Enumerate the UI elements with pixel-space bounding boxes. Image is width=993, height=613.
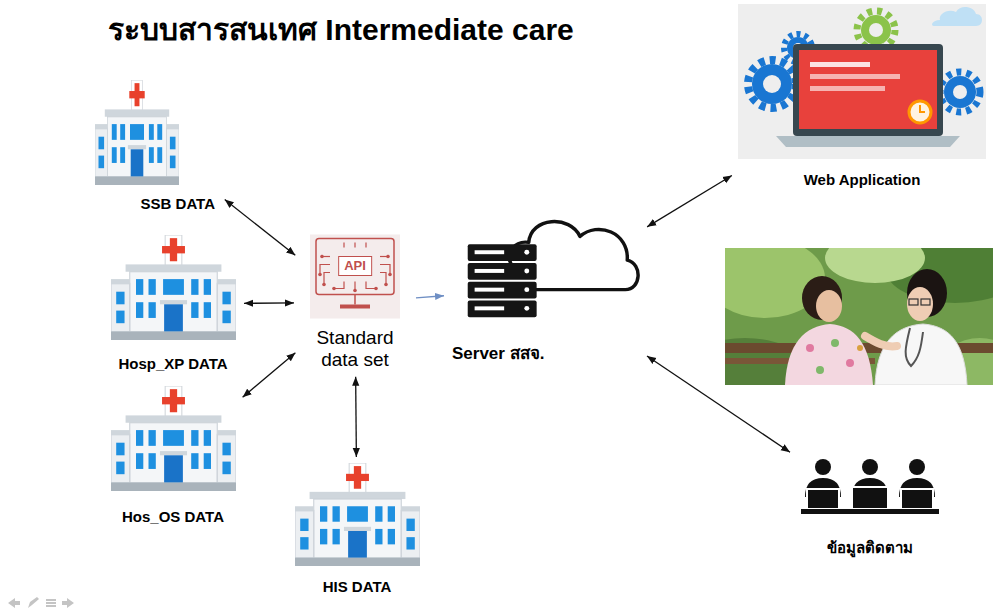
illustration-part bbox=[865, 336, 897, 346]
hospital-node-icon bbox=[111, 386, 236, 491]
hospital-node: HIS DATA bbox=[292, 463, 422, 596]
diagram-title: ระบบสารสนเทศ Intermediate care bbox=[108, 6, 574, 53]
hospital-node-icon bbox=[295, 463, 420, 566]
monitoring-node-icon-shape bbox=[801, 459, 939, 514]
hospital-node-icon-shape bbox=[295, 463, 420, 566]
illustration-part bbox=[907, 287, 933, 321]
web-app-node-icon bbox=[738, 4, 986, 159]
monitoring-node-icon bbox=[795, 455, 945, 517]
connector-arrow bbox=[647, 356, 790, 452]
care-photo bbox=[725, 248, 993, 385]
server-node-icon bbox=[450, 212, 642, 322]
illustration-part bbox=[8, 598, 20, 608]
hospital-node-icon bbox=[95, 80, 179, 185]
illustration-part bbox=[831, 339, 839, 347]
illustration-part bbox=[846, 359, 854, 367]
connector-arrow bbox=[244, 302, 294, 304]
server-node: Server สสจ. bbox=[450, 212, 642, 364]
illustration-part bbox=[46, 605, 56, 607]
illustration-part bbox=[785, 324, 873, 385]
illustration-part bbox=[857, 345, 863, 351]
api-caption: Standard data set bbox=[301, 327, 409, 371]
illustration-part bbox=[909, 299, 918, 305]
data-source-label: Hos_OS DATA bbox=[108, 508, 238, 526]
illustration-part bbox=[46, 602, 56, 604]
connector-arrow bbox=[416, 296, 444, 298]
hospital-node-icon-shape bbox=[111, 386, 236, 491]
hospital-node: Hosp_XP DATA bbox=[108, 235, 238, 373]
hospital-node: Hos_OS DATA bbox=[108, 386, 238, 526]
illustration-part bbox=[906, 328, 923, 366]
connector-arrow bbox=[243, 353, 296, 398]
api-node: API Standard data set bbox=[300, 234, 410, 371]
data-source-label: SSB DATA bbox=[95, 195, 220, 213]
illustration-part bbox=[28, 597, 39, 608]
illustration-part bbox=[921, 299, 930, 305]
connector-arrow bbox=[225, 200, 296, 256]
hospital-node-icon bbox=[111, 235, 236, 340]
api-node-icon-shape bbox=[310, 235, 400, 319]
data-source-label: HIS DATA bbox=[292, 578, 422, 596]
web-app-node-icon-shape bbox=[738, 4, 986, 159]
illustration-part bbox=[46, 599, 56, 601]
illustration-part bbox=[816, 290, 842, 322]
hospital-node-icon-shape bbox=[95, 80, 179, 185]
monitoring-label: ข้อมูลติดตาม bbox=[795, 539, 945, 557]
web-app-node: Web Application bbox=[737, 4, 987, 189]
slide-nav-icons bbox=[6, 596, 76, 610]
connector-arrow bbox=[355, 377, 357, 457]
server-node-icon-shape bbox=[468, 222, 638, 318]
api-node-icon bbox=[310, 234, 400, 319]
web-app-label: Web Application bbox=[737, 171, 987, 189]
connector-arrow bbox=[647, 175, 732, 226]
illustration-part bbox=[816, 366, 824, 374]
illustration-part bbox=[825, 248, 925, 283]
monitoring-node: ข้อมูลติดตาม bbox=[795, 455, 945, 557]
server-label: Server สสจ. bbox=[450, 344, 642, 364]
illustration-part bbox=[806, 344, 814, 352]
hospital-node: SSB DATA bbox=[95, 80, 220, 213]
connector-group bbox=[225, 175, 790, 457]
illustration-part bbox=[62, 598, 74, 608]
api-chip-label: API bbox=[338, 256, 372, 276]
illustration-part bbox=[875, 324, 967, 385]
hospital-node-icon-shape bbox=[111, 235, 236, 340]
data-source-label: Hosp_XP DATA bbox=[108, 355, 238, 373]
